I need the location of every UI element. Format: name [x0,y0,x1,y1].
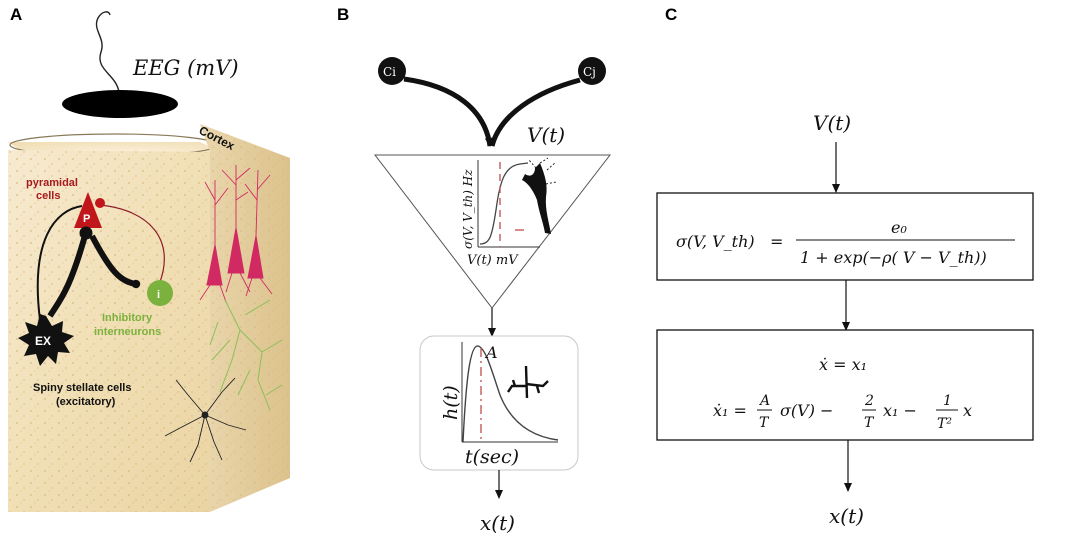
kernel-plot: A h(t) t(sec) [440,342,559,468]
input-arrow-ci [403,76,493,147]
ode-2-t1: T [759,415,770,431]
panel-c-output-label: x(t) [829,504,864,528]
panel-c-letter: C [665,5,677,24]
sigmoid-x-label: V(t) mV [467,253,519,268]
sigmoid-equation-box [656,192,1034,281]
panel-c: C V(t) σ(V, V_th) = e₀ 1 + exp(−ρ( V − V… [656,5,1034,528]
sigmoid-eq-numerator: e₀ [891,218,907,237]
input-node-cj [578,57,606,85]
ode-2-sigma: σ(V) − [780,401,833,420]
ode-equation-box [656,329,1034,441]
pyramidal-node-label: P [83,213,90,225]
inhibitory-node [147,280,173,306]
sigmoid-curve [479,162,529,245]
sigmoid-y-label: σ(V, V_th) Hz [461,169,475,249]
connection-p-to-i [89,234,141,289]
panel-c-input-label: V(t) [813,111,851,135]
eeg-electrode [62,90,178,118]
kernel-curve [462,345,559,443]
pyramidal-soma-dot [79,226,93,240]
excitatory-node-label: EX [35,334,51,348]
input-node-ci [378,57,406,85]
panel-a-letter: A [10,5,22,24]
ode-2-one: 1 [943,393,952,409]
input-arrow-cj [489,77,581,147]
panel-a: A EEG (mV) Cortex [8,5,290,512]
ode-2-a: A [758,393,770,409]
dendrite-drawing [507,365,549,399]
connection-p-to-ex [47,227,91,318]
kernel-peak-label: A [484,343,498,362]
neuron-dendrite-drawing [528,157,557,185]
sigmoid-eq-denominator: 1 + exp(−ρ( V − V_th)) [800,248,987,267]
ode-2-t3: T² [937,416,952,432]
kernel-x-label: t(sec) [465,446,519,468]
sigmoid-eq-lhs: σ(V, V_th) [676,232,755,251]
connection-i-to-p [99,204,165,283]
ode-2-t2: T [864,415,875,431]
stellate-neuron-drawing [164,377,247,463]
ode-2-lhs: ẋ₁ = [713,401,747,420]
pyramidal-synapse [95,198,105,208]
panel-b-output-label: x(t) [480,511,515,535]
stellate-label-1: Spiny stellate cells [33,382,131,394]
input-node-cj-label: Cj [583,65,596,79]
panel-b-letter: B [337,5,349,24]
ode-2-two: 2 [864,393,874,409]
inhibitory-label-2: interneurons [94,326,161,338]
ode-2-x: x [963,401,972,420]
sigmoid-plot: σ(V, V_th) Hz V(t) mV [461,157,557,268]
pyramidal-label-1: pyramidal [26,177,78,189]
pyramidal-node [74,192,102,228]
eeg-wire [95,11,120,93]
sigmoid-eq-equals: = [770,232,783,251]
tissue-front-speckle [8,150,210,512]
ode-1: ẋ = x₁ [819,355,867,374]
stellate-label-2: (excitatory) [56,396,116,408]
neuron-soma-drawing [522,163,551,234]
voltage-label: V(t) [527,123,565,147]
tissue-side-speckle [200,124,290,512]
eeg-label: EEG (mV) [132,56,239,80]
microcircuit-connections [36,204,165,321]
interneuron-dendrite-drawing [209,299,283,411]
connection-ex-to-p [36,205,83,321]
pyramidal-cell-drawing [199,165,273,303]
inhibitory-label-1: Inhibitory [102,312,153,324]
kernel-y-label: h(t) [440,385,462,420]
ode-2-x1: x₁ − [883,401,917,420]
panel-b: B Ci Cj V(t) σ(V, V_th) Hz V(t) mV [337,5,612,535]
inhibitory-node-label: i [157,289,160,301]
excitatory-node [18,314,74,366]
input-node-ci-label: Ci [383,65,396,79]
pyramidal-label-2: cells [36,190,60,202]
